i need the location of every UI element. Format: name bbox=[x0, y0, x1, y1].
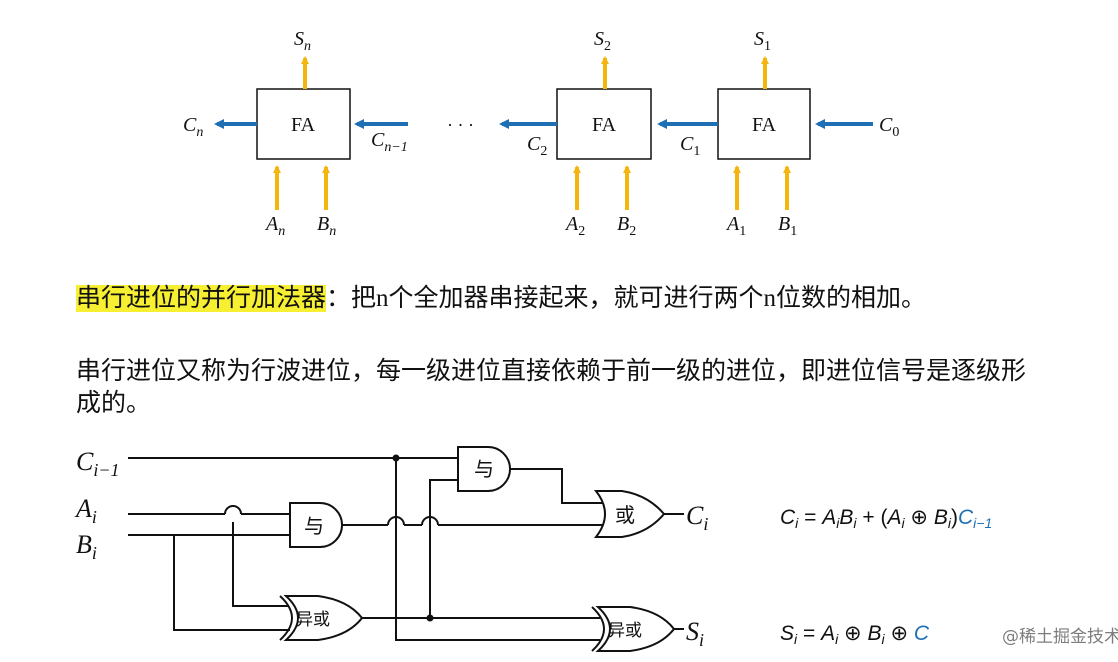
definition-line: 串行进位的并行加法器：把n个全加器串接起来，就可进行两个n位数的相加。 bbox=[76, 282, 926, 316]
fa-label: FA bbox=[291, 114, 316, 136]
and-gate-label: 与 bbox=[304, 515, 324, 538]
label-an: An bbox=[264, 213, 285, 239]
label-s2: S2 bbox=[594, 28, 611, 54]
fa-label: FA bbox=[752, 114, 777, 136]
input-a-label: Ai bbox=[74, 494, 97, 527]
highlighted-term: 串行进位的并行加法器 bbox=[76, 285, 327, 312]
input-c-label: Ci−1 bbox=[76, 447, 120, 480]
label-c0: C0 bbox=[879, 114, 899, 140]
and-gate-1 bbox=[289, 502, 343, 548]
label-c1: C1 bbox=[680, 133, 700, 159]
watermark: @稀土掘金技术社区 bbox=[1002, 627, 1118, 647]
ellipsis: · · · bbox=[447, 115, 474, 135]
label-a2: A2 bbox=[564, 213, 585, 239]
wire-a-hop bbox=[224, 505, 242, 515]
or-gate bbox=[593, 490, 666, 538]
fa-label: FA bbox=[592, 114, 617, 136]
xor-gate-2 bbox=[595, 606, 676, 652]
and-gate-2 bbox=[457, 446, 511, 492]
label-c2: C2 bbox=[527, 133, 547, 159]
xor-gate-label: 异或 bbox=[608, 621, 642, 640]
carry-formula: Ci = AiBi + (Ai ⊕ Bi)Ci−1 bbox=[780, 506, 992, 531]
label-b1: B1 bbox=[778, 213, 797, 239]
label-s1: S1 bbox=[754, 28, 771, 54]
label-cn-1: Cn−1 bbox=[371, 129, 408, 155]
label-a1: A1 bbox=[725, 213, 746, 239]
label-bn: Bn bbox=[317, 213, 336, 239]
junction-dot bbox=[426, 614, 434, 622]
wire-b-branch bbox=[173, 535, 290, 631]
definition-rest: ：把n个全加器串接起来，就可进行两个n位数的相加。 bbox=[326, 285, 927, 312]
label-cn: Cn bbox=[183, 114, 203, 140]
output-s-label: Si bbox=[686, 617, 704, 650]
wire-a-branch bbox=[232, 522, 288, 607]
input-b-label: Bi bbox=[76, 530, 97, 563]
output-c-label: Ci bbox=[686, 501, 708, 534]
fa-box-2 bbox=[556, 88, 652, 160]
explanation-paragraph: 串行进位又称为行波进位，每一级进位直接依赖于前一级的进位，即进位信号是逐级形成的… bbox=[76, 358, 1027, 417]
wire-and2-out bbox=[510, 468, 604, 504]
xor-gate-2-back bbox=[591, 606, 605, 652]
xor-gate-1 bbox=[283, 595, 364, 641]
and-gate-label: 与 bbox=[474, 458, 494, 481]
fa-box-n bbox=[256, 88, 351, 160]
label-sn: Sn bbox=[294, 28, 311, 54]
or-gate-label: 或 bbox=[615, 504, 635, 527]
wire-c-branch bbox=[395, 458, 600, 641]
sum-formula: Si = Ai ⊕ Bi ⊕ C bbox=[780, 622, 930, 647]
xor-gate-label: 异或 bbox=[296, 610, 330, 629]
wire-xor1-branch bbox=[429, 479, 458, 618]
junction-dot bbox=[392, 454, 400, 462]
xor-gate-1-back bbox=[279, 595, 293, 641]
label-b2: B2 bbox=[617, 213, 636, 239]
